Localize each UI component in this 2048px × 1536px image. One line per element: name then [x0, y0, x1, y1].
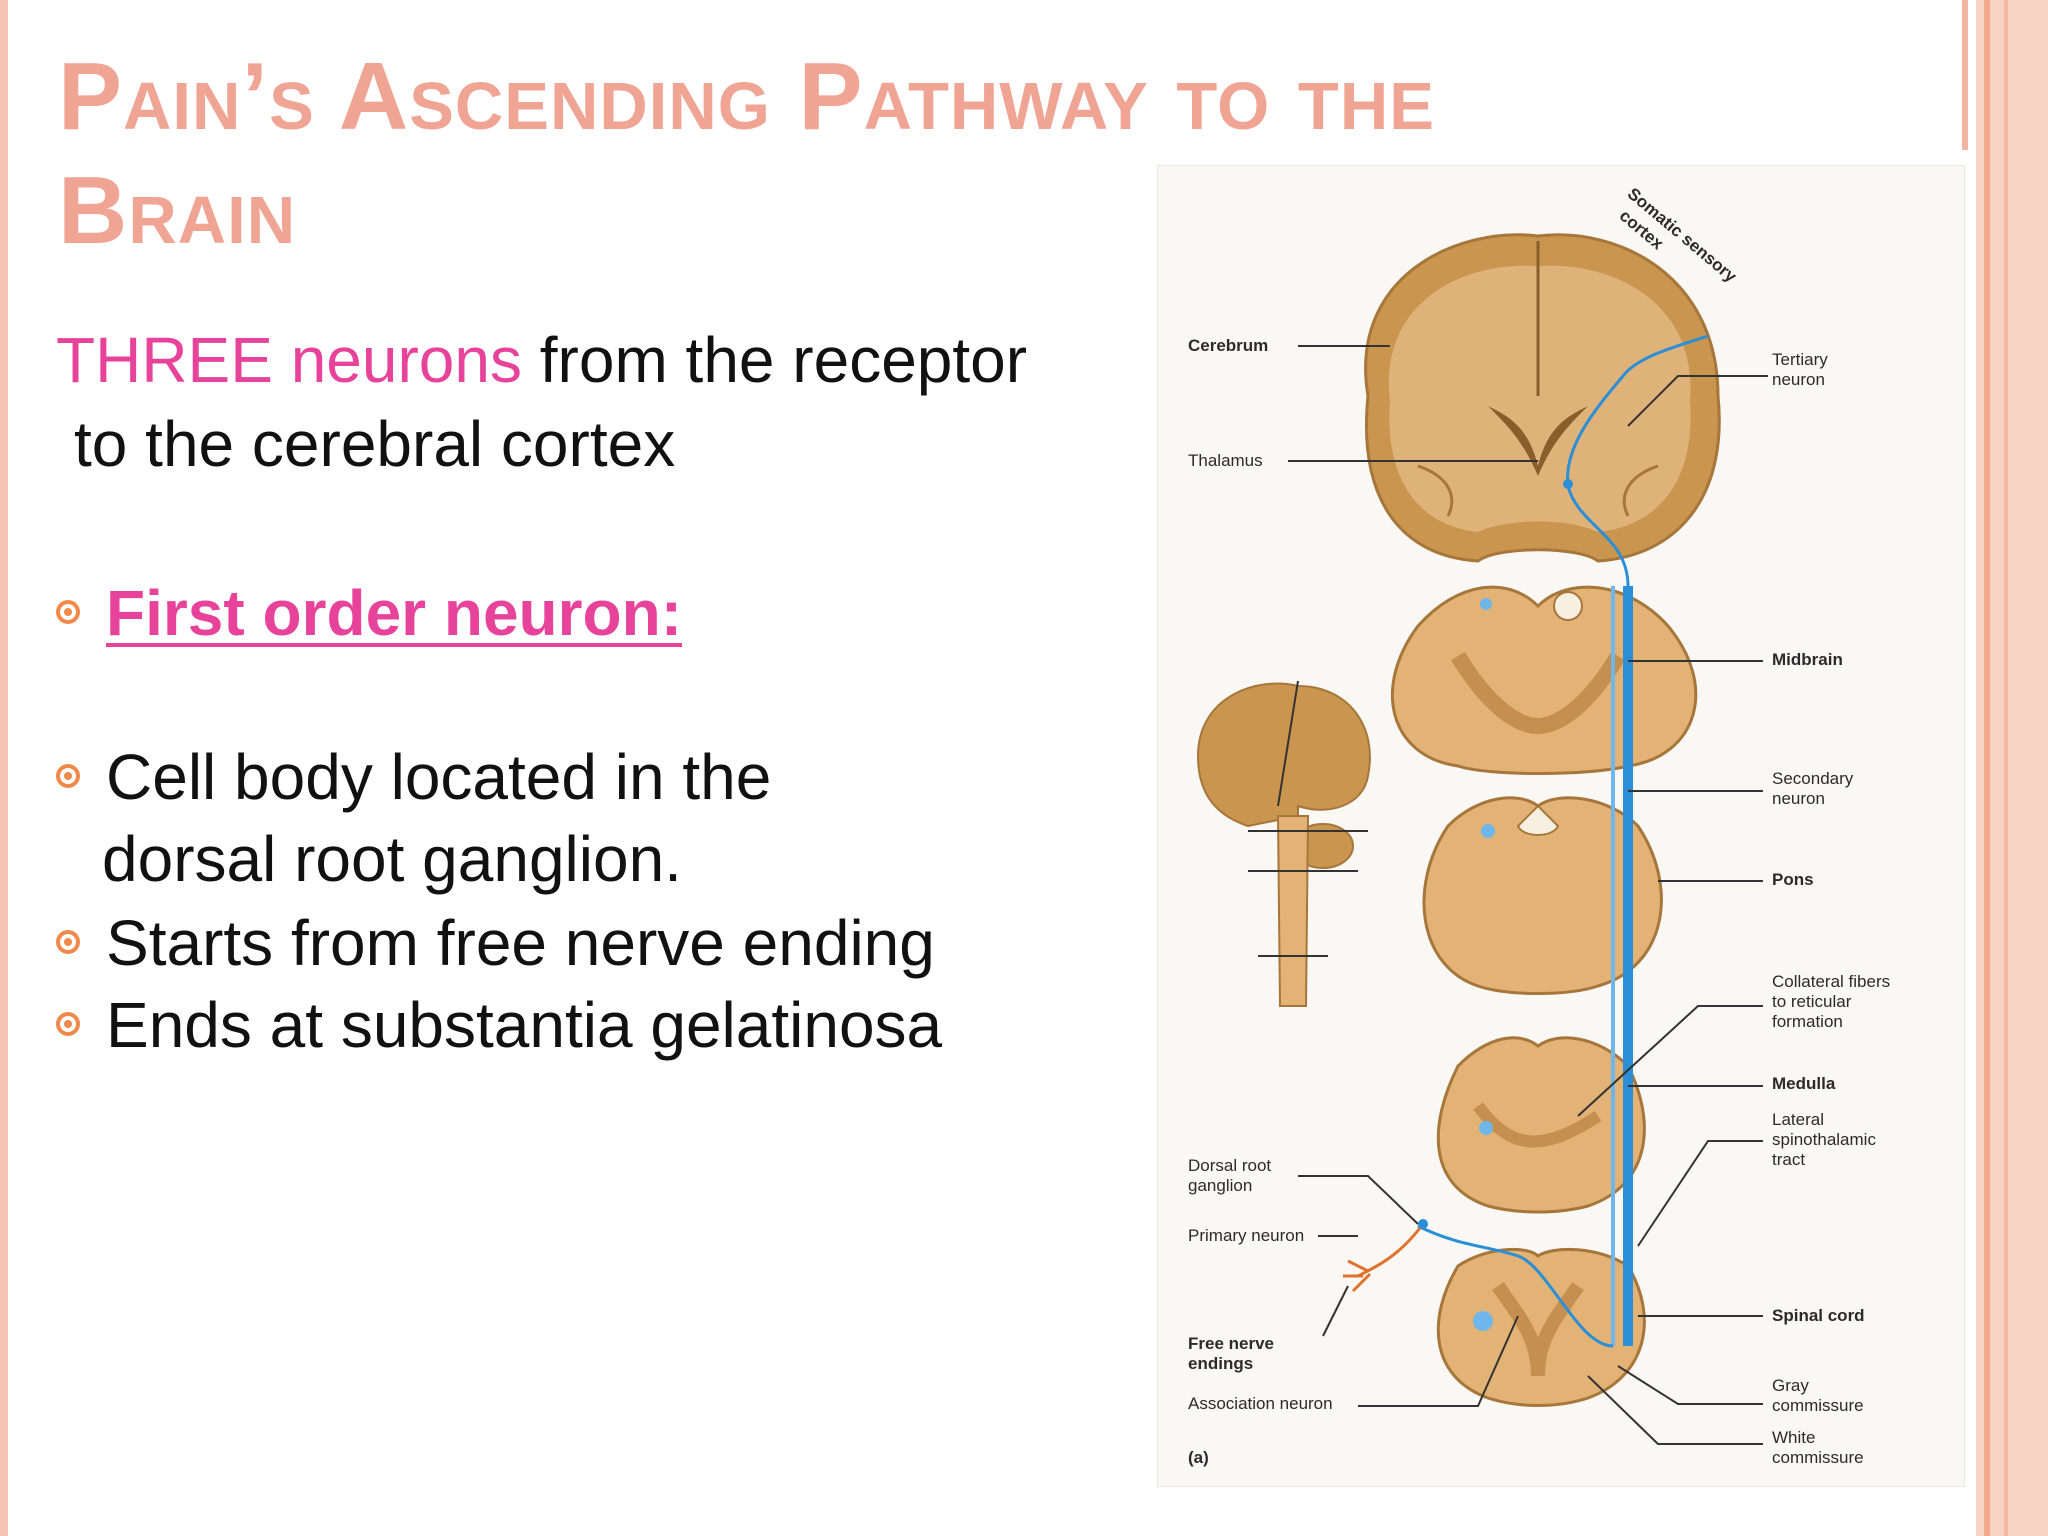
slide-title-line1: Pain’s Ascending Pathway to the — [58, 43, 1435, 150]
slide-frame-right-stripe-2 — [2004, 0, 2008, 1536]
label-thalamus: Thalamus — [1188, 451, 1263, 470]
label-lst-3: tract — [1772, 1150, 1806, 1169]
bullet-cell-body: Cell body located in the dorsal root gan… — [56, 736, 771, 900]
bullet-circle-icon — [56, 930, 80, 954]
slide-frame-right-accent — [1962, 0, 1968, 150]
label-gray-1: Gray — [1772, 1376, 1809, 1395]
cerebrum-section — [1364, 233, 1721, 563]
bullet-substantia-gelatinosa: Ends at substantia gelatinosa — [56, 984, 942, 1066]
label-cerebrum: Cerebrum — [1188, 336, 1269, 355]
intro-text: THREE neurons from the receptor to the c… — [56, 318, 1116, 486]
bullet-text: First order neuron: — [106, 577, 683, 649]
label-free-nerve-1: Free nerve — [1188, 1334, 1274, 1353]
label-white-2: commissure — [1772, 1448, 1864, 1467]
label-association-neuron: Association neuron — [1188, 1394, 1333, 1413]
intro-line2: to the cerebral cortex — [74, 408, 676, 480]
leader-lines — [1288, 345, 1768, 1445]
ascending-tract — [1343, 334, 1709, 1348]
label-lst-1: Lateral — [1772, 1110, 1824, 1129]
slide-frame-right-stripe — [1984, 0, 1990, 1536]
bullet-circle-icon — [56, 1012, 80, 1036]
bullet-text: Ends at substantia gelatinosa — [106, 989, 943, 1061]
label-medulla: Medulla — [1772, 1074, 1836, 1093]
midbrain-section — [1390, 585, 1698, 775]
label-primary-neuron: Primary neuron — [1188, 1226, 1305, 1245]
bullet-free-nerve-ending: Starts from free nerve ending — [56, 902, 935, 984]
label-tertiary-2: neuron — [1772, 370, 1825, 389]
label-spinal-cord: Spinal cord — [1772, 1306, 1865, 1325]
slide-frame-left — [0, 0, 8, 1536]
intro-highlight: THREE neurons — [56, 324, 522, 396]
bullet-first-order-neuron: First order neuron: — [56, 572, 682, 654]
label-midbrain: Midbrain — [1772, 650, 1843, 669]
label-free-nerve-2: endings — [1188, 1354, 1254, 1373]
bullet-continuation: dorsal root ganglion. — [102, 823, 682, 895]
spinal-cord-section — [1436, 1247, 1646, 1407]
label-lst-2: spinothalamic — [1772, 1130, 1876, 1149]
label-white-1: White — [1772, 1428, 1816, 1447]
label-pons: Pons — [1772, 870, 1814, 889]
label-collateral-1: Collateral fibers — [1772, 972, 1891, 991]
label-secondary-1: Secondary — [1772, 769, 1854, 788]
label-dorsal-root-2: ganglion — [1188, 1176, 1253, 1195]
slide-title-line2: Brain — [58, 157, 297, 264]
pons-section — [1422, 796, 1663, 995]
label-gray-2: commissure — [1772, 1396, 1864, 1415]
bullet-text: Starts from free nerve ending — [106, 907, 935, 979]
label-dorsal-root-1: Dorsal root — [1188, 1156, 1272, 1175]
lateral-brain-view — [1196, 680, 1371, 1007]
label-collateral-3: formation — [1772, 1012, 1843, 1031]
pathway-illustration — [1196, 233, 1768, 1445]
slide-title: Pain’s Ascending Pathway to the Brain — [58, 40, 1678, 268]
medulla-section — [1436, 1036, 1646, 1214]
bullet-circle-icon — [56, 764, 80, 788]
bullet-circle-icon — [56, 600, 80, 624]
pain-pathway-figure: Cerebrum Thalamus Dorsal root ganglion P… — [1158, 166, 1964, 1486]
label-panel-a: (a) — [1188, 1448, 1209, 1467]
bullet-text: Cell body located in the — [106, 741, 772, 813]
label-tertiary-1: Tertiary — [1772, 350, 1828, 369]
intro-rest: from the receptor — [521, 324, 1028, 396]
label-collateral-2: to reticular — [1772, 992, 1852, 1011]
label-secondary-2: neuron — [1772, 789, 1825, 808]
